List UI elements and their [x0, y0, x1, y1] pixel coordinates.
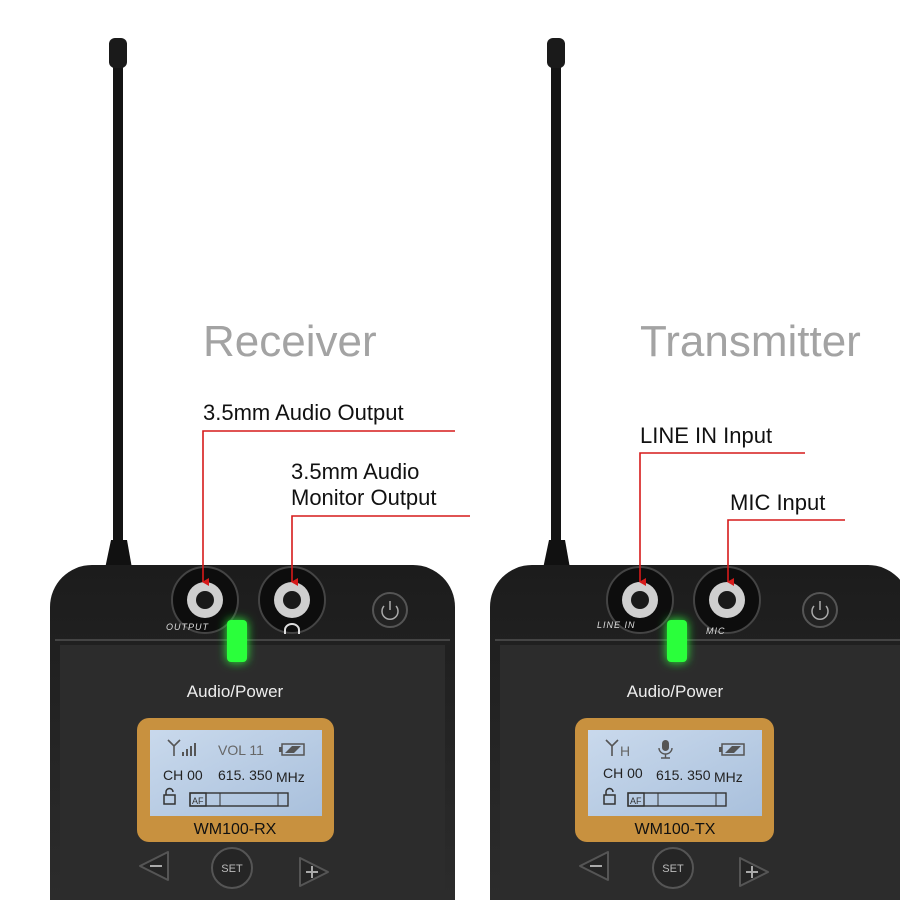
lock-icon	[603, 787, 616, 805]
lcd-channel: CH 00	[163, 767, 203, 783]
power-button[interactable]	[802, 592, 838, 628]
led-label: Audio/Power	[627, 682, 724, 701]
headphone-icon	[284, 623, 300, 634]
audio-power-led	[667, 620, 687, 662]
lcd-frequency: 615. 350	[218, 767, 273, 783]
af-meter-label: AF	[192, 796, 204, 806]
lcd-channel: CH 00	[603, 765, 643, 781]
microphone-icon	[658, 740, 673, 759]
signal-icon	[167, 739, 196, 756]
plus-button[interactable]	[739, 857, 769, 887]
lcd-frequency-unit: MHz	[276, 769, 305, 785]
line-in-jack[interactable]	[606, 566, 674, 634]
audio-output-jack[interactable]	[171, 566, 239, 634]
model-label: WM100-TX	[635, 821, 716, 838]
transmitter-device: Transmitter LINE IN MIC Audio/Power	[490, 38, 900, 900]
led-label: Audio/Power	[187, 682, 284, 701]
lcd-frequency: 615. 350	[656, 767, 711, 783]
mic-jack-label: MIC	[706, 626, 726, 636]
callout-line-in: LINE IN Input	[640, 423, 772, 448]
lcd-frequency-unit: MHz	[714, 769, 743, 785]
power-button[interactable]	[372, 592, 408, 628]
set-button-label: SET	[662, 863, 684, 875]
receiver-device: Receiver OUTPUT	[50, 38, 470, 900]
minus-button[interactable]	[139, 851, 169, 881]
callout-mic: MIC Input	[730, 490, 825, 515]
callout-audio-output: 3.5mm Audio Output	[203, 400, 404, 425]
receiver-title: Receiver	[203, 317, 377, 366]
lcd-volume: VOL 11	[218, 742, 264, 758]
model-label: WM100-RX	[194, 821, 277, 838]
mic-jack[interactable]	[693, 566, 761, 634]
lcd-signal-mode: H	[620, 743, 630, 759]
af-meter-label: AF	[630, 796, 642, 806]
set-button[interactable]: SET	[211, 847, 253, 889]
signal-icon	[605, 739, 619, 756]
line-in-jack-label: LINE IN	[597, 620, 636, 630]
audio-power-led	[227, 620, 247, 662]
plus-button[interactable]	[299, 857, 329, 887]
battery-icon	[279, 743, 305, 756]
set-button-label: SET	[221, 863, 243, 875]
output-jack-label: OUTPUT	[166, 622, 210, 632]
callout-monitor-line2: Monitor Output	[291, 485, 437, 510]
minus-button[interactable]	[579, 851, 609, 881]
monitor-output-jack[interactable]	[258, 566, 326, 634]
callout-monitor-line1: 3.5mm Audio	[291, 459, 419, 484]
lock-icon	[163, 787, 176, 805]
antenna-icon	[536, 38, 576, 602]
transmitter-title: Transmitter	[640, 317, 861, 366]
set-button[interactable]: SET	[652, 847, 694, 889]
antenna-icon	[98, 38, 138, 602]
battery-icon	[719, 743, 745, 756]
